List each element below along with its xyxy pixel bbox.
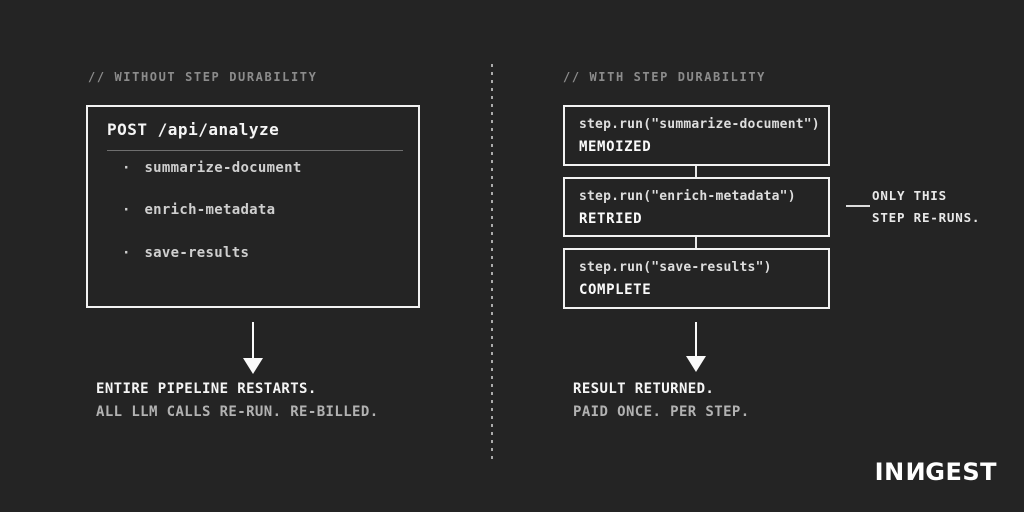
request-item: · save-results (122, 245, 249, 261)
step-status: RETRIED (579, 211, 643, 227)
dotted-divider (491, 64, 493, 463)
request-item: · enrich-metadata (122, 202, 275, 218)
annotation-dash (846, 205, 870, 207)
logo-part-mirrored-n: N (904, 458, 926, 486)
step-status: COMPLETE (579, 282, 652, 298)
left-caption-secondary: ALL LLM CALLS RE-RUN. RE-BILLED. (96, 404, 379, 420)
step-code: step.run("save-results") (579, 260, 772, 275)
step-box-complete: step.run("save-results") COMPLETE (563, 248, 830, 309)
annotation-line2: STEP RE-RUNS. (872, 210, 981, 225)
right-section-header: // WITH STEP DURABILITY (563, 70, 766, 84)
arrow-down-icon (252, 322, 254, 360)
right-panel: // WITH STEP DURABILITY step.run("summar… (492, 0, 1024, 512)
request-box-divider (107, 150, 403, 151)
request-item-label: save-results (144, 245, 250, 261)
inngest-logo: INNGEST (875, 458, 997, 486)
step-status: MEMOIZED (579, 139, 652, 155)
right-caption-secondary: PAID ONCE. PER STEP. (573, 404, 750, 420)
request-box-title: POST /api/analyze (107, 120, 280, 139)
request-item-label: enrich-metadata (144, 202, 276, 218)
logo-part: IN (874, 458, 905, 486)
right-caption-primary: RESULT RETURNED. (573, 381, 715, 397)
bullet-icon: · (122, 245, 131, 261)
left-panel: // WITHOUT STEP DURABILITY POST /api/ana… (0, 0, 492, 512)
step-code: step.run("summarize-document") (579, 117, 820, 132)
step-box-memoized: step.run("summarize-document") MEMOIZED (563, 105, 830, 166)
request-box: POST /api/analyze · summarize-document ·… (86, 105, 420, 308)
bullet-icon: · (122, 160, 131, 176)
arrow-down-icon (686, 356, 706, 372)
bullet-icon: · (122, 202, 131, 218)
step-connector (695, 166, 697, 177)
arrow-down-icon (695, 322, 697, 358)
left-caption-primary: ENTIRE PIPELINE RESTARTS. (96, 381, 317, 397)
logo-part: GEST (925, 458, 997, 486)
step-connector (695, 237, 697, 248)
request-item-label: summarize-document (144, 160, 302, 176)
arrow-down-icon (243, 358, 263, 374)
left-section-header: // WITHOUT STEP DURABILITY (88, 70, 318, 84)
request-item: · summarize-document (122, 160, 302, 176)
annotation-line1: ONLY THIS (872, 188, 947, 203)
step-box-retried: step.run("enrich-metadata") RETRIED (563, 177, 830, 237)
step-code: step.run("enrich-metadata") (579, 189, 796, 204)
